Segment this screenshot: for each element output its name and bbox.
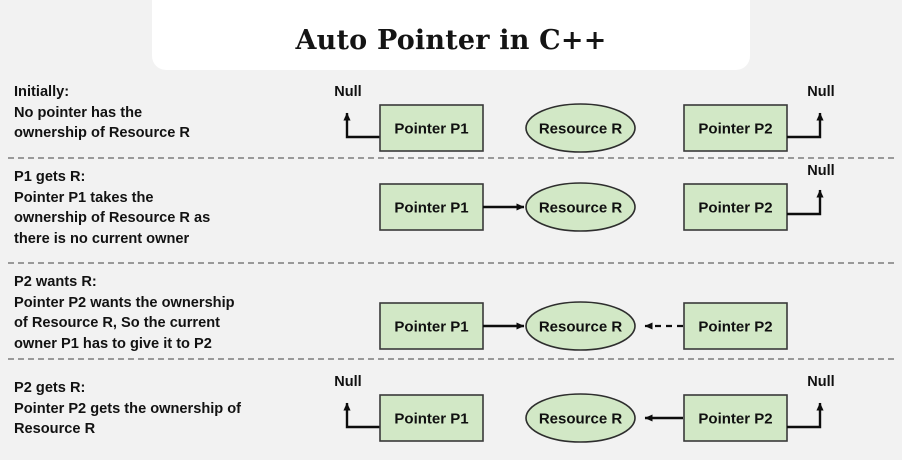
row2-pointer-p1-label: Pointer P1: [394, 200, 468, 217]
row1-p1-null-connector: [343, 112, 380, 139]
row1-null-right-label: Null: [807, 84, 834, 100]
row1-resource-r-label: Resource R: [539, 121, 623, 138]
row2-p2-null-connector: [787, 189, 824, 216]
page-title: Auto Pointer in C++: [295, 25, 607, 56]
row1-pointer-p1-label: Pointer P1: [394, 121, 468, 138]
row2-resource-r-label: Resource R: [539, 200, 623, 217]
row2-pointer-p1-box[interactable]: [379, 183, 484, 231]
row2-resource-r-ellipse[interactable]: [525, 182, 636, 232]
caption-p2-wants-r: P2 wants R: Pointer P2 wants the ownersh…: [14, 274, 235, 352]
row1-resource-r-ellipse[interactable]: [525, 103, 636, 153]
caption-initially: Initially: No pointer has the ownership …: [14, 84, 190, 141]
row4-p1-null-connector: [343, 402, 380, 429]
row3-pointer-p1-box[interactable]: [379, 302, 484, 350]
row3-resource-r-ellipse[interactable]: [525, 301, 636, 351]
row3-pointer-p2-box[interactable]: [683, 302, 788, 350]
row2-pointer-p2-label: Pointer P2: [698, 200, 772, 217]
row1-null-left-label: Null: [334, 84, 361, 100]
row4-pointer-p1-label: Pointer P1: [394, 411, 468, 428]
row4-resource-r-label: Resource R: [539, 411, 623, 428]
row4-resource-r-ellipse[interactable]: [525, 393, 636, 443]
row3-pointer-p1-label: Pointer P1: [394, 319, 468, 336]
title-card: Auto Pointer in C++: [152, 0, 750, 70]
row1-pointer-p2-label: Pointer P2: [698, 121, 772, 138]
row3-resource-r-label: Resource R: [539, 319, 623, 336]
row4-null-right-label: Null: [807, 374, 834, 390]
row-separator-1: [8, 157, 894, 159]
row2-null-right-label: Null: [807, 163, 834, 179]
row1-pointer-p1-box[interactable]: [379, 104, 484, 152]
row1-pointer-p2-box[interactable]: [683, 104, 788, 152]
caption-p2-gets-r: P2 gets R: Pointer P2 gets the ownership…: [14, 380, 242, 437]
row-separator-2: [8, 262, 894, 264]
row4-p2-null-connector: [787, 402, 824, 429]
row4-null-left-label: Null: [334, 374, 361, 390]
caption-p1-gets-r: P1 gets R: Pointer P1 takes the ownershi…: [14, 169, 211, 247]
row2-pointer-p2-box[interactable]: [683, 183, 788, 231]
row4-pointer-p2-box[interactable]: [683, 394, 788, 442]
row3-pointer-p2-label: Pointer P2: [698, 319, 772, 336]
row4-pointer-p1-box[interactable]: [379, 394, 484, 442]
row4-pointer-p2-label: Pointer P2: [698, 411, 772, 428]
row1-p2-null-connector: [787, 112, 824, 139]
row-separator-3: [8, 358, 894, 360]
